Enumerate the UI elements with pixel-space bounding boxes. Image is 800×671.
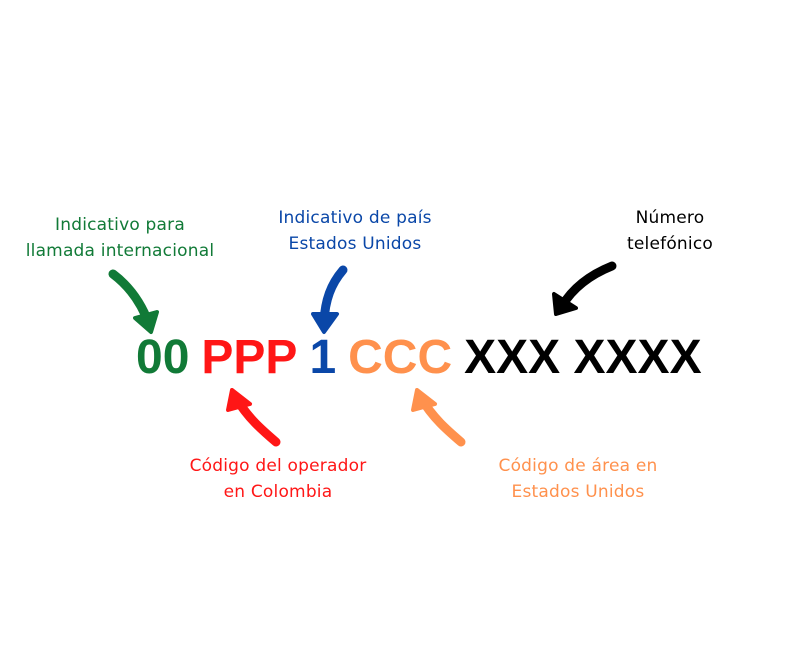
label-area-line2: Estados Unidos: [511, 482, 645, 502]
arrow-down-icon: [311, 265, 348, 334]
label-country-line1: Indicativo de país: [278, 208, 432, 228]
label-country-code: Indicativo de país Estados Unidos: [255, 205, 455, 257]
label-area-line1: Código de área en: [498, 456, 658, 476]
arrow-up-left-icon: [226, 388, 281, 447]
segment-operator-code: PPP: [201, 331, 298, 384]
segment-phone-number: XXX XXXX: [464, 331, 702, 384]
segment-country-code: 1: [309, 331, 337, 384]
label-operator-line1: Código del operador: [189, 456, 367, 476]
label-international-line2: llamada internacional: [25, 241, 215, 261]
segment-international-prefix: 00: [136, 331, 190, 384]
phone-number-format: 00 PPP 1 CCC XXX XXXX: [136, 332, 702, 384]
label-phone-number: Número telefónico: [610, 205, 730, 257]
label-international-line1: Indicativo para: [55, 215, 185, 235]
label-operator-line2: en Colombia: [223, 482, 333, 502]
arrow-down-left-icon: [552, 261, 617, 316]
label-number-line1: Número: [635, 208, 705, 228]
segment-area-code: CCC: [348, 331, 453, 384]
label-operator-code: Código del operador en Colombia: [168, 453, 388, 505]
arrow-up-left-icon: [411, 388, 466, 447]
label-international-prefix: Indicativo para llamada internacional: [14, 212, 226, 264]
arrow-down-right-icon: [108, 269, 159, 334]
label-number-line2: telefónico: [627, 234, 713, 254]
label-country-line2: Estados Unidos: [288, 234, 422, 254]
label-area-code: Código de área en Estados Unidos: [478, 453, 678, 505]
